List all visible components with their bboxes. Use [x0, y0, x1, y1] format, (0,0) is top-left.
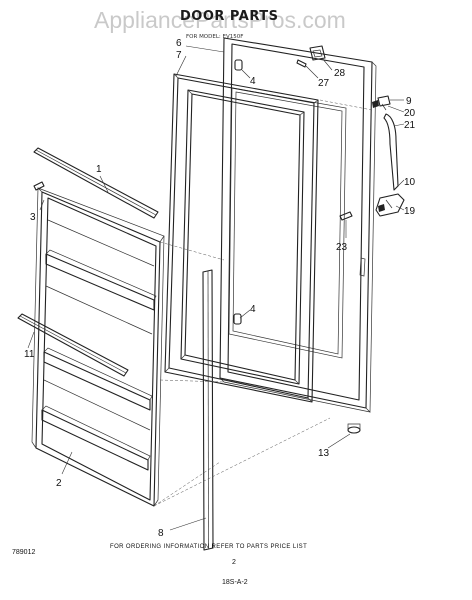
callout-20: 20	[404, 108, 416, 119]
diagram-subtitle: FOR MODEL: EV150F	[186, 34, 243, 40]
callout-4b: 4	[250, 304, 256, 315]
hinge-cover	[309, 45, 326, 61]
watermark-text: AppliancePartsPros.com	[94, 7, 346, 33]
door-stop-pin	[339, 211, 353, 221]
leader-lines	[27, 45, 405, 531]
hinge-pin-top	[234, 59, 243, 71]
hinge-bushing	[296, 59, 307, 68]
callout-1: 1	[96, 164, 102, 175]
callout-2: 2	[56, 478, 62, 489]
footer-code: 789012	[12, 549, 35, 556]
breaker-strip	[202, 269, 214, 551]
callout-28: 28	[334, 68, 346, 79]
callout-3: 3	[30, 212, 36, 223]
footer-page-number: 2	[232, 559, 236, 566]
diagram-title: DOOR PARTS	[180, 9, 278, 24]
callout-13: 13	[318, 448, 330, 459]
callout-9: 9	[406, 96, 412, 107]
callout-10: 10	[404, 177, 416, 188]
callout-7: 7	[176, 50, 182, 61]
callout-11: 11	[24, 349, 35, 360]
alignment-lines	[153, 99, 373, 507]
inner-door-liner	[17, 147, 165, 507]
callout-19: 19	[404, 206, 416, 217]
top-hinge-block	[372, 95, 391, 111]
callout-27: 27	[318, 78, 330, 89]
bottom-hinge-bracket	[375, 193, 405, 217]
footer-instruction: FOR ORDERING INFORMATION REFER TO PARTS …	[110, 544, 307, 550]
door-gasket-frame	[164, 73, 319, 403]
callout-21: 21	[404, 120, 416, 131]
callout-4a: 4	[250, 76, 256, 87]
door-handle	[383, 113, 399, 191]
callout-6: 6	[176, 38, 182, 49]
callout-23: 23	[336, 242, 348, 253]
hinge-pin-bottom	[233, 313, 242, 325]
footer-ref: 18S-A-2	[222, 579, 248, 586]
door-foot	[347, 423, 361, 434]
liner-screw	[33, 181, 45, 191]
callout-8: 8	[158, 528, 164, 539]
